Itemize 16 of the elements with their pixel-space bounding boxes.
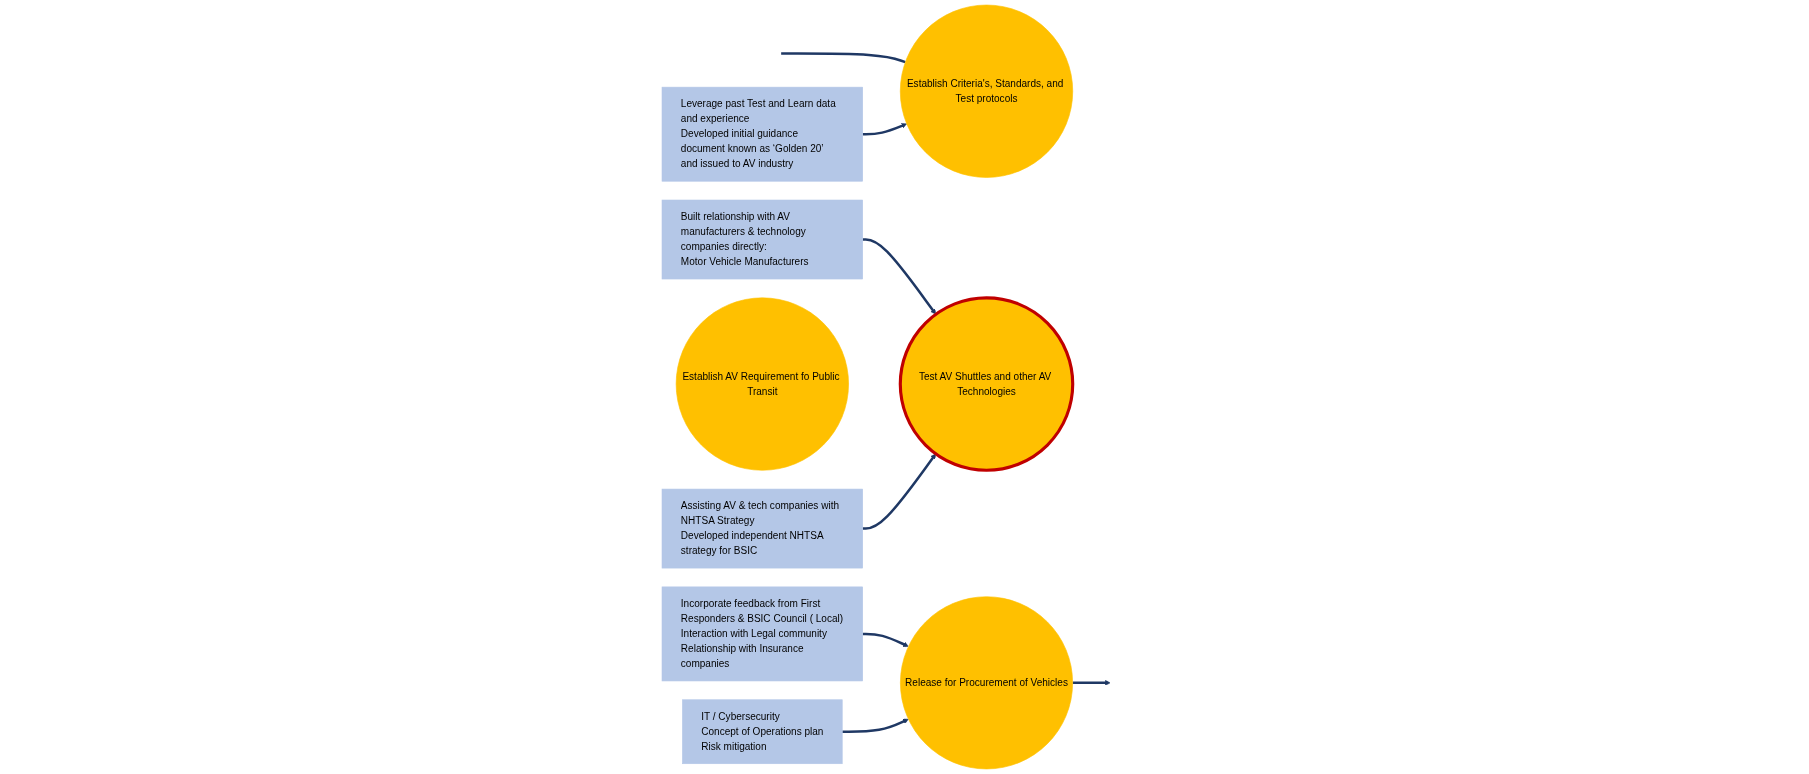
arrow (862, 453, 936, 530)
node-circle: Establish Criteria's, Standards, and Test protocols (899, 4, 1073, 178)
node-circle: Release for Procurement of Vehicles (899, 596, 1073, 770)
node-box: Leverage past Test and Learn data and experience Developed initial guidance document known as ‘Golden 20’ and issued to AV industry (661, 86, 863, 182)
arrow (862, 123, 907, 136)
node-box: Assisting AV & tech companies with NHTSA Strategy Developed independent NHTSA strategy for BSIC (661, 488, 863, 569)
node-box: IT / Cybersecurity Concept of Operations plan Risk mitigation (681, 699, 843, 765)
node-circle: Test AV Shuttles and other AV Technologies (898, 296, 1074, 472)
node-box: Built relationship with AV manufacturers & technology companies directly: Motor Vehicle Manufacturers (661, 199, 863, 280)
arrow (1072, 680, 1111, 686)
connector (780, 52, 906, 64)
arrow (841, 718, 909, 733)
node-circle: Establish AV Requirement fo Public Transit (675, 297, 849, 471)
arrow (862, 632, 909, 647)
arrow (862, 238, 936, 315)
node-box: Incorporate feedback from First Responders & BSIC Council ( Local) Interaction with Legal community Relationship with Insurance companies (661, 586, 863, 682)
